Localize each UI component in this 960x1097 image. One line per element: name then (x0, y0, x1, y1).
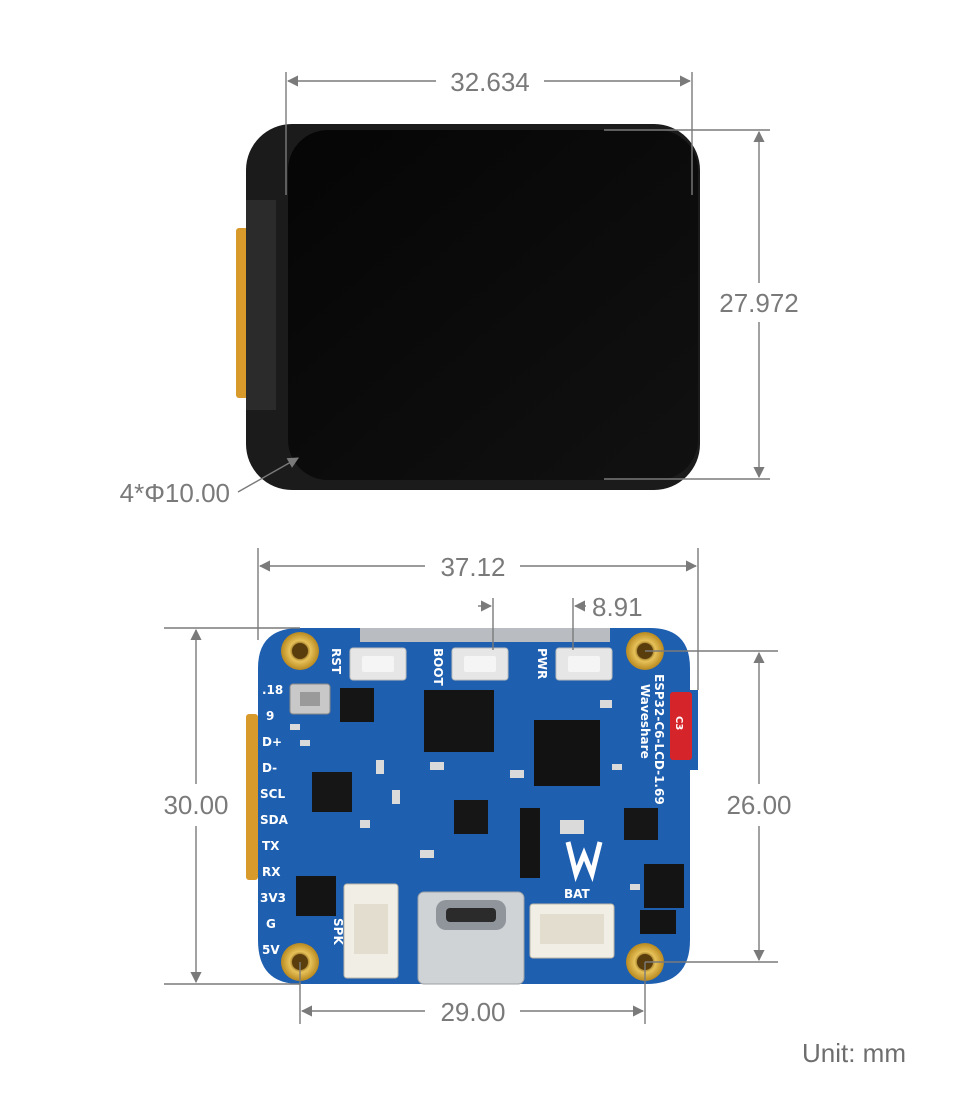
imu-chip (454, 800, 488, 834)
mount-hole-tl (281, 632, 319, 670)
unit-label: Unit: mm (802, 1038, 906, 1068)
pin-label: SCL (260, 787, 285, 801)
pin-label: TX (262, 839, 280, 853)
pin-label: RX (262, 865, 281, 879)
frame-edge (360, 628, 610, 642)
pin-label: SDA (260, 813, 289, 827)
waveshare-logo (565, 841, 603, 883)
flex-cable (236, 228, 248, 398)
pwr-label: PWR (535, 648, 549, 679)
brand-label: Waveshare (638, 684, 652, 759)
offset-label: 8.91 (592, 592, 643, 622)
ic-small-5 (640, 910, 676, 934)
spk-label: SPK (331, 918, 345, 945)
pin-label: G (266, 917, 276, 931)
rst-label: RST (329, 648, 343, 675)
pin-label: D- (262, 761, 277, 775)
pcb-height-label: 30.00 (163, 790, 228, 820)
display-screen (288, 130, 698, 480)
c3-label: C3 (673, 716, 684, 730)
flash-chip (424, 690, 494, 752)
boot-label: BOOT (431, 648, 445, 687)
hole-leader (237, 457, 299, 493)
bottom-view: RST BOOT PWR ESP32-C6-LCD-1.69 Waveshare… (163, 548, 792, 1027)
c3-mark (670, 692, 692, 760)
bat-label: BAT (564, 887, 591, 901)
esp32-chip (534, 720, 600, 786)
pcb-width-label: 37.12 (440, 552, 505, 582)
hole-h-label: 29.00 (440, 997, 505, 1027)
board-name: ESP32-C6-LCD-1.69 (652, 674, 666, 805)
ic-small-3 (296, 876, 336, 916)
pin-label: 9 (266, 709, 274, 723)
ic-small-4 (644, 864, 684, 908)
hole-v-label: 26.00 (726, 790, 791, 820)
ic-small-1 (340, 688, 374, 722)
pin-label: 3V3 (260, 891, 286, 905)
top-view: 32.634 27.972 4*Φ10.00 (120, 67, 799, 508)
top-width-label: 32.634 (450, 67, 530, 97)
hole-label: 4*Φ10.00 (120, 478, 230, 508)
pin-label: D+ (262, 735, 282, 749)
top-height-label: 27.972 (719, 288, 799, 318)
side-frame (246, 200, 276, 410)
pin-labels: .18 9 D+ D- SCL SDA TX RX 3V3 G 5V (260, 683, 289, 957)
ic-small-6 (624, 808, 658, 840)
pcb-flex-cable (246, 714, 258, 880)
pin-label: .18 (262, 683, 283, 697)
pin-label: 5V (262, 943, 280, 957)
ic-small-2 (312, 772, 352, 812)
